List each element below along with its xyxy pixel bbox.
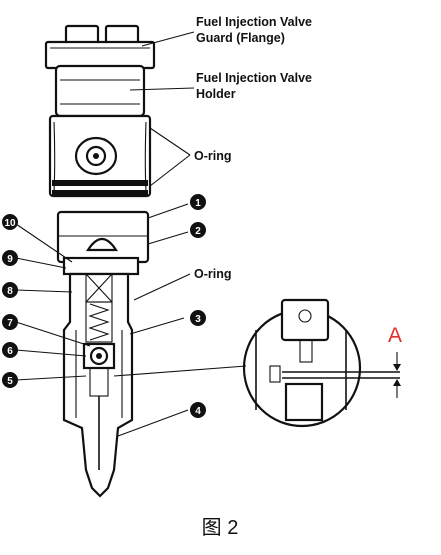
valve-holder — [54, 64, 146, 118]
callout-4: 4 — [190, 402, 206, 418]
svg-text:9: 9 — [7, 254, 13, 265]
o-ring-bands — [52, 180, 148, 196]
valve-guard-flange — [44, 24, 156, 70]
svg-text:8: 8 — [7, 286, 13, 297]
svg-text:2: 2 — [195, 226, 201, 237]
svg-text:7: 7 — [7, 318, 13, 329]
holder-label-line1: Fuel Injection Valve — [196, 71, 312, 85]
o-ring-label-middle: O-ring — [194, 267, 232, 281]
leader-lines — [15, 31, 195, 437]
detail-magnifier — [113, 298, 401, 428]
figure-caption: 图 2 — [202, 517, 239, 539]
nozzle-body — [62, 272, 134, 498]
holder-label-line2: Holder — [196, 87, 236, 101]
o-ring-label-top: O-ring — [194, 149, 232, 163]
callout-10: 10 — [2, 214, 18, 230]
svg-text:4: 4 — [195, 406, 201, 417]
callout-1: 1 — [190, 194, 206, 210]
detail-mark-a: A — [388, 324, 402, 347]
svg-text:6: 6 — [7, 346, 13, 357]
callout-3: 3 — [190, 310, 206, 326]
guard-label-line1: Fuel Injection Valve — [196, 15, 312, 29]
svg-text:1: 1 — [195, 198, 201, 209]
svg-text:5: 5 — [7, 376, 13, 387]
callout-8: 8 — [2, 282, 18, 298]
svg-text:10: 10 — [4, 218, 16, 229]
callout-5: 5 — [2, 372, 18, 388]
callout-7: 7 — [2, 314, 18, 330]
callout-2: 2 — [190, 222, 206, 238]
callout-6: 6 — [2, 342, 18, 358]
guard-label-line2: Guard (Flange) — [196, 31, 285, 45]
callout-9: 9 — [2, 250, 18, 266]
svg-text:3: 3 — [195, 314, 201, 325]
adapter-nut — [56, 210, 150, 276]
